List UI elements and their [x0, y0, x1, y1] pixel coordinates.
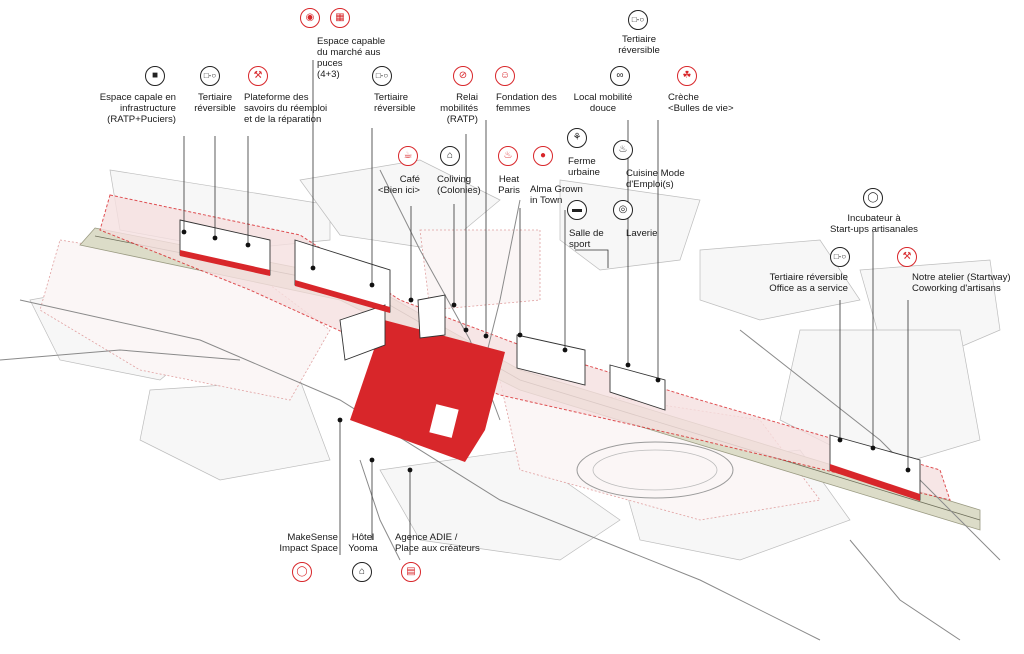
central-plaza	[350, 320, 505, 462]
coliving-icon: ⌂	[440, 146, 460, 166]
label-cafe: Café <Bien ici>	[377, 174, 420, 196]
label-agence: Agence ADIE / Place aux créateurs	[395, 532, 480, 554]
chef-hat-icon: ♨	[613, 140, 633, 160]
bicycle-icon: ∞	[610, 66, 630, 86]
lightbulb-icon: ◯	[292, 562, 312, 582]
label-alma: Alma Grown in Town	[530, 184, 583, 206]
label-heat: Heat Paris	[498, 174, 520, 196]
buildings	[179, 219, 921, 501]
coffee-cup-icon: ☕	[398, 146, 418, 166]
label-incubateur: Incubateur à Start-ups artisanales	[830, 213, 918, 235]
reversible-office-icon: □-○	[628, 10, 648, 30]
label-relai: Relai mobilités (RATP)	[440, 92, 478, 125]
tools-icon: ⚒	[248, 66, 268, 86]
dumbbell-icon: ▬	[567, 200, 587, 220]
stadium-track	[576, 441, 734, 499]
label-hotel: Hôtel Yooma	[348, 532, 378, 554]
label-espace-capable: Espace capable du marché aus puces (4+3)	[317, 36, 386, 80]
label-makesense: MakeSense Impact Space	[279, 532, 338, 554]
leader-dots	[181, 229, 911, 473]
label-espace-capale: Espace capale en infrastructure (RATP+Pu…	[99, 92, 176, 125]
label-cuisine: Cuisine Mode d'Emploi(s)	[626, 168, 685, 190]
label-ferme: Ferme urbaine	[568, 156, 601, 178]
lightbulb-icon: ◯	[863, 188, 883, 208]
building-e	[516, 334, 586, 386]
reversible-office-icon: □-○	[830, 247, 850, 267]
bike-repair-icon: ⊘	[453, 66, 473, 86]
plant-icon: ⚘	[567, 128, 587, 148]
building-c	[339, 304, 386, 361]
tomato-icon: ●	[533, 146, 553, 166]
building-d	[417, 294, 446, 339]
heat-food-icon: ♨	[498, 146, 518, 166]
plaza-kiosk	[428, 402, 460, 440]
label-coliving: Coliving (Colonies)	[437, 174, 481, 196]
market-stall-icon: ▦	[330, 8, 350, 28]
label-tertiaire-1: Tertiaire réversible	[194, 92, 236, 114]
stadium-field	[592, 449, 718, 491]
label-plateforme: Plateforme des savoirs du réemploi et de…	[244, 92, 328, 125]
building-f	[609, 364, 666, 411]
creche-icon: ☘	[677, 66, 697, 86]
shopping-bag-icon: ▤	[401, 562, 421, 582]
label-local-mobilite: Local mobilité douce	[573, 92, 633, 114]
label-creche: Crèche <Bulles de vie>	[668, 92, 734, 114]
label-tertiaire-3: Tertiaire réversible	[618, 34, 660, 56]
label-salle: Salle de sport	[569, 228, 604, 250]
label-tertiaire-office: Tertiaire réversible Office as a service	[769, 272, 848, 294]
workshop-icon: ⚒	[897, 247, 917, 267]
reversible-office-icon: □-○	[200, 66, 220, 86]
label-laverie: Laverie	[626, 228, 658, 239]
leader-lines	[183, 60, 909, 555]
women-foundation-icon: ☺	[495, 66, 515, 86]
globe-icon: ◉	[300, 8, 320, 28]
hotel-icon: ⌂	[352, 562, 372, 582]
reversible-office-icon: □-○	[372, 66, 392, 86]
label-notre-atelier: Notre atelier (Startway) Coworking d'art…	[912, 272, 1011, 294]
washing-machine-icon: ◎	[613, 200, 633, 220]
bus-icon: ■	[145, 66, 165, 86]
building-bases	[180, 250, 920, 501]
label-tertiaire-2: Tertiaire réversible	[374, 92, 416, 114]
label-fondation: Fondation des femmes	[496, 92, 557, 114]
